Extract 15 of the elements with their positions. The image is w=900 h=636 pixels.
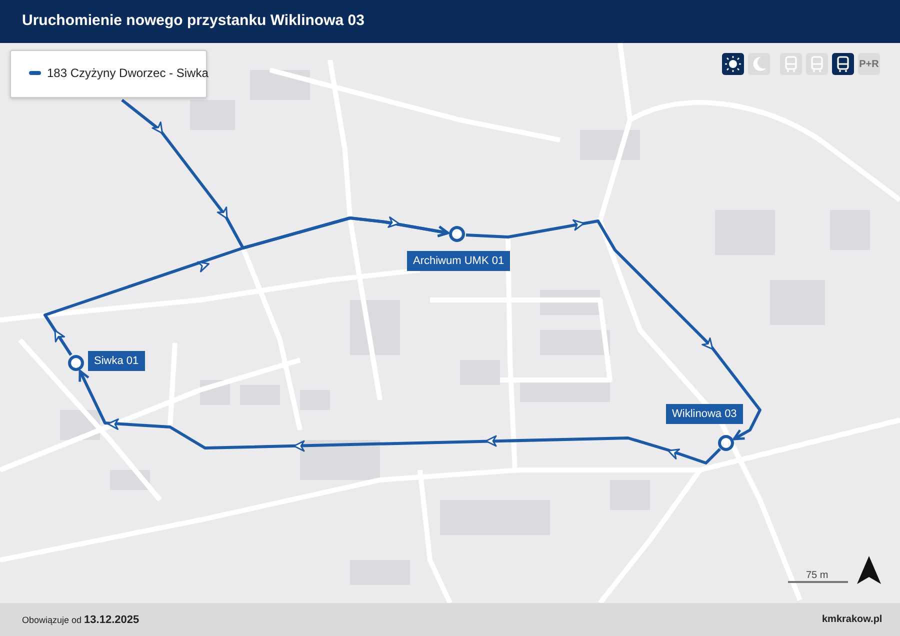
stop-marker bbox=[718, 435, 734, 451]
legend-text: 183 Czyżyny Dworzec - Siwka bbox=[47, 66, 208, 80]
stop-marker bbox=[68, 355, 84, 371]
stop-marker bbox=[449, 226, 465, 242]
map-title: Uruchomienie nowego przystanku Wiklinowa 03 bbox=[22, 12, 364, 29]
stop-label: Archiwum UMK 01 bbox=[407, 251, 510, 271]
stop-label: Siwka 01 bbox=[88, 351, 145, 371]
validity-note: Obowiązuje od 13.12.2025 bbox=[22, 614, 140, 626]
route-line bbox=[78, 370, 722, 464]
route-line bbox=[466, 220, 762, 440]
scale-label: 75 m bbox=[806, 570, 828, 581]
website-address: kmkrakow.pl bbox=[822, 614, 882, 625]
park-and-ride-toggle: P+R bbox=[858, 53, 880, 75]
route-line bbox=[44, 216, 450, 356]
stop-label: Wiklinowa 03 bbox=[666, 404, 743, 424]
